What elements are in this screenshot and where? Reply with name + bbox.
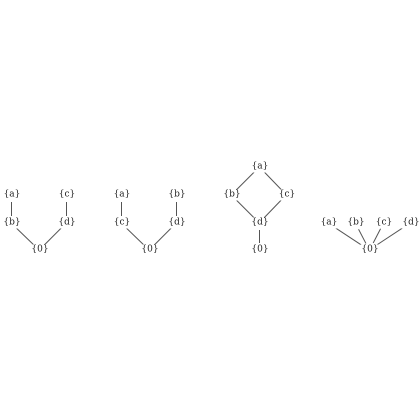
node-a: {a} [319, 217, 339, 229]
edge-a-b [11, 202, 12, 216]
node-a: {a} [2, 189, 22, 201]
edge-b-zero [16, 227, 35, 246]
node-c: {c} [374, 217, 394, 229]
edge-a-c [264, 172, 283, 191]
node-c: {c} [277, 189, 297, 201]
node-zero: {0} [250, 244, 270, 256]
node-b: {b} [167, 189, 187, 201]
edge-d-zero [154, 227, 173, 246]
node-c: {c} [57, 189, 77, 201]
edge-d-zero [259, 230, 260, 243]
edge-c-d [66, 202, 67, 216]
edge-c-zero [126, 227, 145, 246]
edge-a-b [236, 171, 256, 191]
edge-b-d [176, 202, 177, 216]
node-b: {b} [222, 189, 242, 201]
node-b: {b} [346, 217, 366, 229]
node-zero: {0} [30, 244, 50, 256]
node-zero: {0} [140, 244, 160, 256]
edge-b-d [236, 199, 256, 219]
edge-a-c [121, 202, 122, 216]
edge-d-zero [44, 227, 63, 246]
node-b: {b} [2, 217, 22, 229]
node-a: {a} [250, 161, 270, 173]
node-c: {c} [112, 217, 132, 229]
node-d: {d} [250, 217, 270, 229]
node-a: {a} [112, 189, 132, 201]
edge-b-zero [358, 229, 367, 245]
node-d: {d} [57, 217, 77, 229]
node-zero: {0} [360, 244, 380, 256]
edge-c-d [264, 199, 283, 218]
node-d: {d} [401, 217, 420, 229]
node-d: {d} [167, 217, 187, 229]
